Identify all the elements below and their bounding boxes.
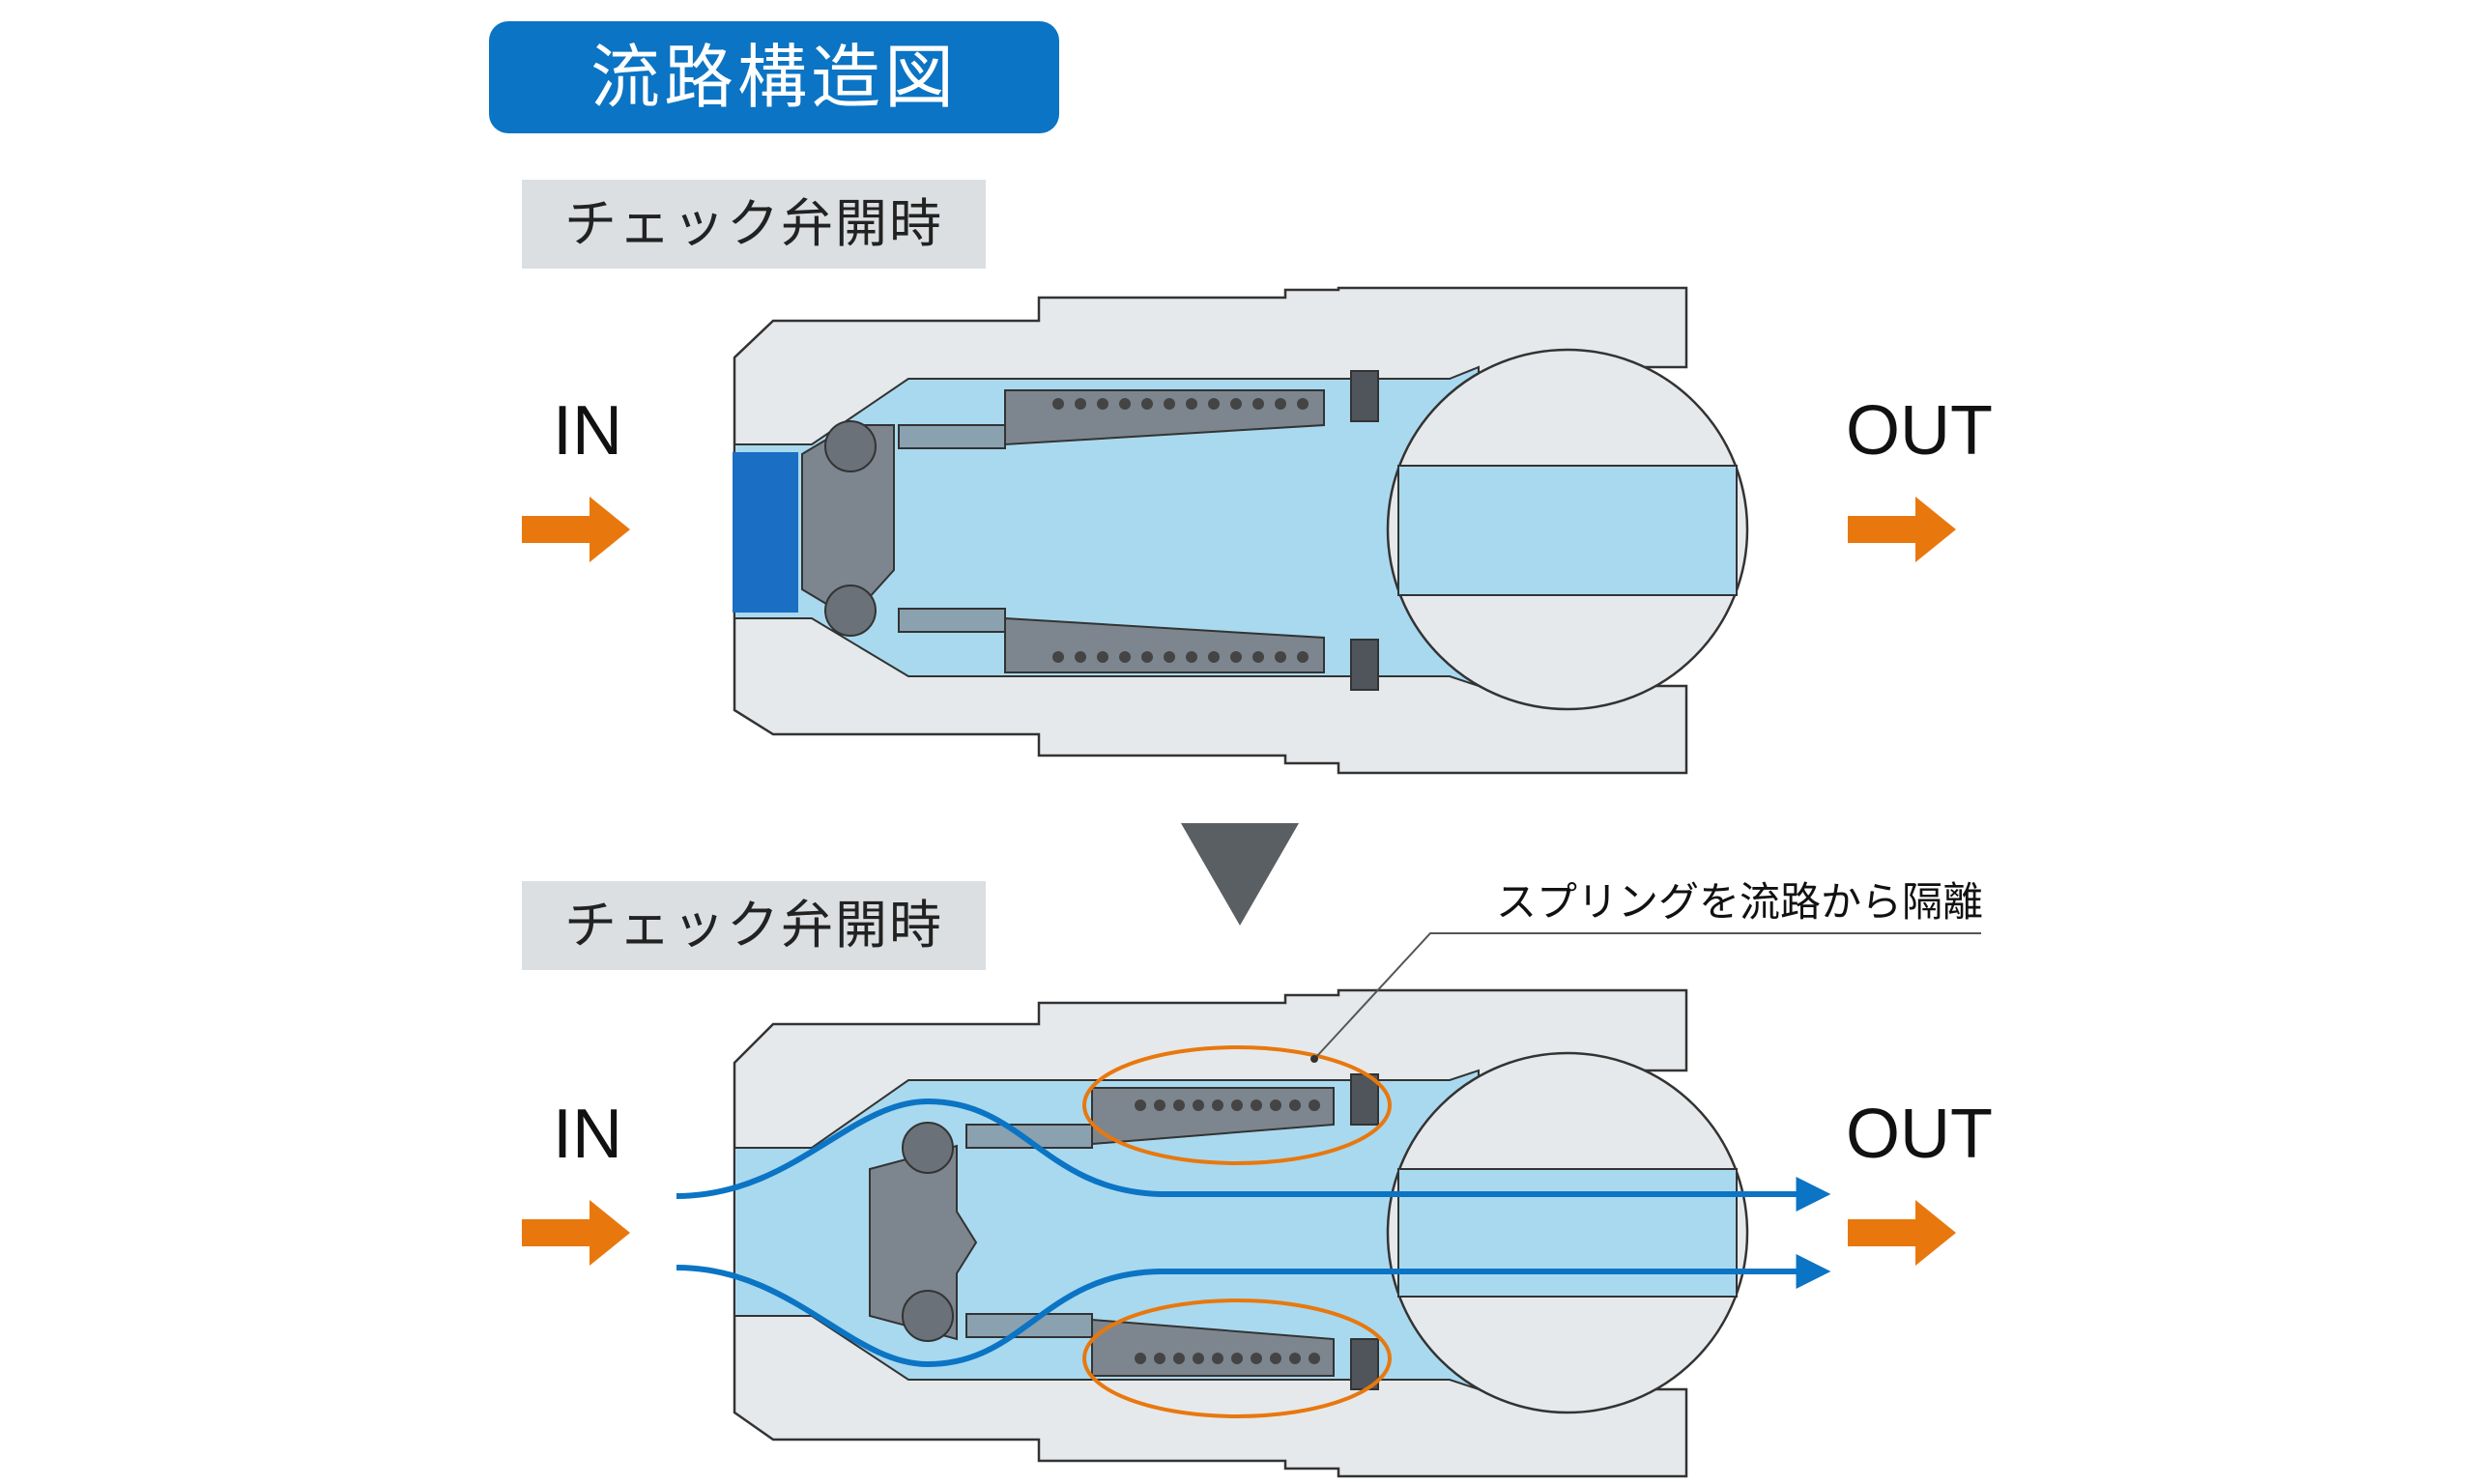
highlight-spring-upper (1082, 1045, 1392, 1165)
highlight-spring-lower (1082, 1298, 1392, 1418)
o-ring-bottom-upper (902, 1122, 954, 1174)
valve-open-diagram: スプリングを流路から隔離 IN OUT (522, 879, 1993, 1478)
ball-bore-top (1397, 465, 1738, 596)
in-label-bottom: IN (553, 1096, 622, 1173)
callout-dot (1310, 1055, 1318, 1063)
inlet-seal-top (733, 452, 798, 613)
o-ring-bottom-lower (902, 1290, 954, 1342)
transition-arrow (1181, 823, 1299, 926)
o-ring-top-upper (824, 420, 877, 472)
spring-coils-bottom-upper (1135, 1099, 1320, 1111)
flow-line-upper (676, 1098, 1831, 1212)
poppet-bottom (869, 1144, 978, 1341)
end-block-top-upper (1350, 370, 1379, 422)
o-ring-top-lower (824, 585, 877, 637)
out-label-top: OUT (1846, 392, 1993, 470)
spring-coils-top-lower (1052, 651, 1309, 663)
in-label-top: IN (553, 392, 622, 470)
state-label-bottom: チェック弁開時 (522, 881, 986, 970)
end-block-top-lower (1350, 639, 1379, 691)
flow-line-lower (676, 1254, 1831, 1368)
out-arrow-top (1848, 497, 1956, 562)
ball-bore-bottom (1397, 1168, 1738, 1298)
state-label-top: チェック弁開時 (522, 180, 986, 269)
spring-coils-top-upper (1052, 398, 1309, 410)
valve-closed-diagram: IN OUT (522, 286, 1993, 775)
in-arrow-top (522, 497, 630, 562)
sleeve-top-lower (898, 608, 1006, 633)
callout-text: スプリングを流路から隔離 (1496, 879, 1983, 925)
in-arrow-bottom (522, 1200, 630, 1266)
title-badge: 流路構造図 (489, 21, 1059, 133)
out-arrow-bottom (1848, 1200, 1956, 1266)
out-label-bottom: OUT (1846, 1096, 1993, 1173)
callout-leader (1315, 932, 1981, 1058)
end-block-bottom-upper (1350, 1073, 1379, 1126)
spring-coils-bottom-lower (1135, 1353, 1320, 1364)
sleeve-top-upper (898, 424, 1006, 449)
